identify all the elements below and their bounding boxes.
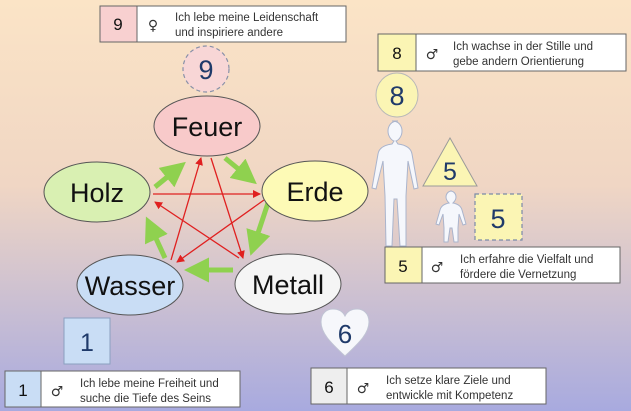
element-feuer: Feuer — [153, 95, 261, 157]
arrow-erde-to-metall — [246, 202, 271, 256]
heart-6: 6 — [320, 308, 370, 357]
element-wasser-label: Wasser — [85, 271, 176, 301]
element-holz: Holz — [43, 161, 151, 223]
card-5-line2: fördere die Vernetzung — [460, 269, 576, 281]
heart-6-number: 6 — [338, 319, 352, 349]
square-1-number: 1 — [80, 329, 94, 357]
card-5-number: 5 — [398, 257, 407, 276]
female-symbol-icon: ♀ — [148, 18, 158, 34]
card-9-line2: und inspiriere andere — [175, 27, 283, 39]
card-1: 1 ♂ Ich lebe meine Freiheit und suche di… — [4, 370, 241, 408]
arrow-metall-to-holz — [154, 201, 240, 259]
card-8: 8 ♂ Ich wachse in der Stille und gebe an… — [377, 33, 627, 72]
card-5: 5 ♂ Ich erfahre die Vielfalt und fördere… — [384, 246, 621, 284]
element-wasser: Wasser — [76, 254, 184, 316]
dashed-square-5-number: 5 — [490, 204, 505, 234]
card-8-line1: Ich wachse in der Stille und — [453, 41, 593, 53]
square-1: 1 — [63, 317, 111, 365]
child-figure-icon — [435, 190, 467, 243]
circle-8-number: 8 — [389, 81, 404, 111]
card-5-line1: Ich erfahre die Vielfalt und — [460, 254, 593, 266]
element-feuer-label: Feuer — [172, 112, 243, 142]
circle-8: 8 — [375, 72, 419, 118]
card-9: 9 ♀ Ich lebe meine Leidenschaft und insp… — [99, 5, 347, 43]
card-9-line1: Ich lebe meine Leidenschaft — [175, 12, 319, 24]
male-symbol-icon: ♂ — [426, 47, 439, 63]
element-holz-label: Holz — [70, 178, 124, 208]
dashed-circle-9: 9 — [182, 45, 230, 93]
element-metall-label: Metall — [252, 270, 324, 300]
card-6-number: 6 — [324, 378, 333, 397]
card-6-line1: Ich setze klare Ziele und — [386, 375, 511, 387]
male-symbol-icon: ♂ — [357, 381, 370, 397]
dashed-circle-9-number: 9 — [198, 55, 213, 85]
triangle-5: 5 — [422, 136, 478, 187]
card-6: 6 ♂ Ich setze klare Ziele und entwickle … — [310, 367, 547, 405]
arrow-feuer-to-erde — [223, 156, 257, 185]
arrow-holz-to-feuer — [153, 161, 186, 189]
card-8-number: 8 — [392, 44, 401, 63]
element-erde-label: Erde — [286, 177, 343, 207]
controlling-arrows — [153, 157, 265, 263]
arrow-feuer-to-metall — [210, 157, 245, 259]
generating-arrows — [144, 156, 271, 283]
element-erde: Erde — [261, 160, 369, 222]
adult-figure-icon — [371, 120, 419, 247]
arrow-wasser-to-holz — [144, 216, 168, 260]
arrow-erde-to-wasser — [176, 199, 265, 263]
card-6-line2: entwickle mit Kompetenz — [386, 390, 513, 402]
card-8-line2: gebe andern Orientierung — [453, 56, 584, 68]
arrow-wasser-to-feuer — [170, 157, 203, 261]
card-9-number: 9 — [113, 15, 122, 34]
card-1-line2: suche die Tiefe des Seins — [80, 393, 211, 405]
element-metall: Metall — [234, 253, 342, 315]
dashed-square-5: 5 — [474, 193, 523, 241]
card-1-line1: Ich lebe meine Freiheit und — [80, 378, 219, 390]
triangle-5-number: 5 — [443, 158, 457, 186]
card-1-number: 1 — [18, 381, 27, 400]
male-symbol-icon: ♂ — [51, 384, 64, 400]
male-symbol-icon: ♂ — [431, 260, 444, 276]
